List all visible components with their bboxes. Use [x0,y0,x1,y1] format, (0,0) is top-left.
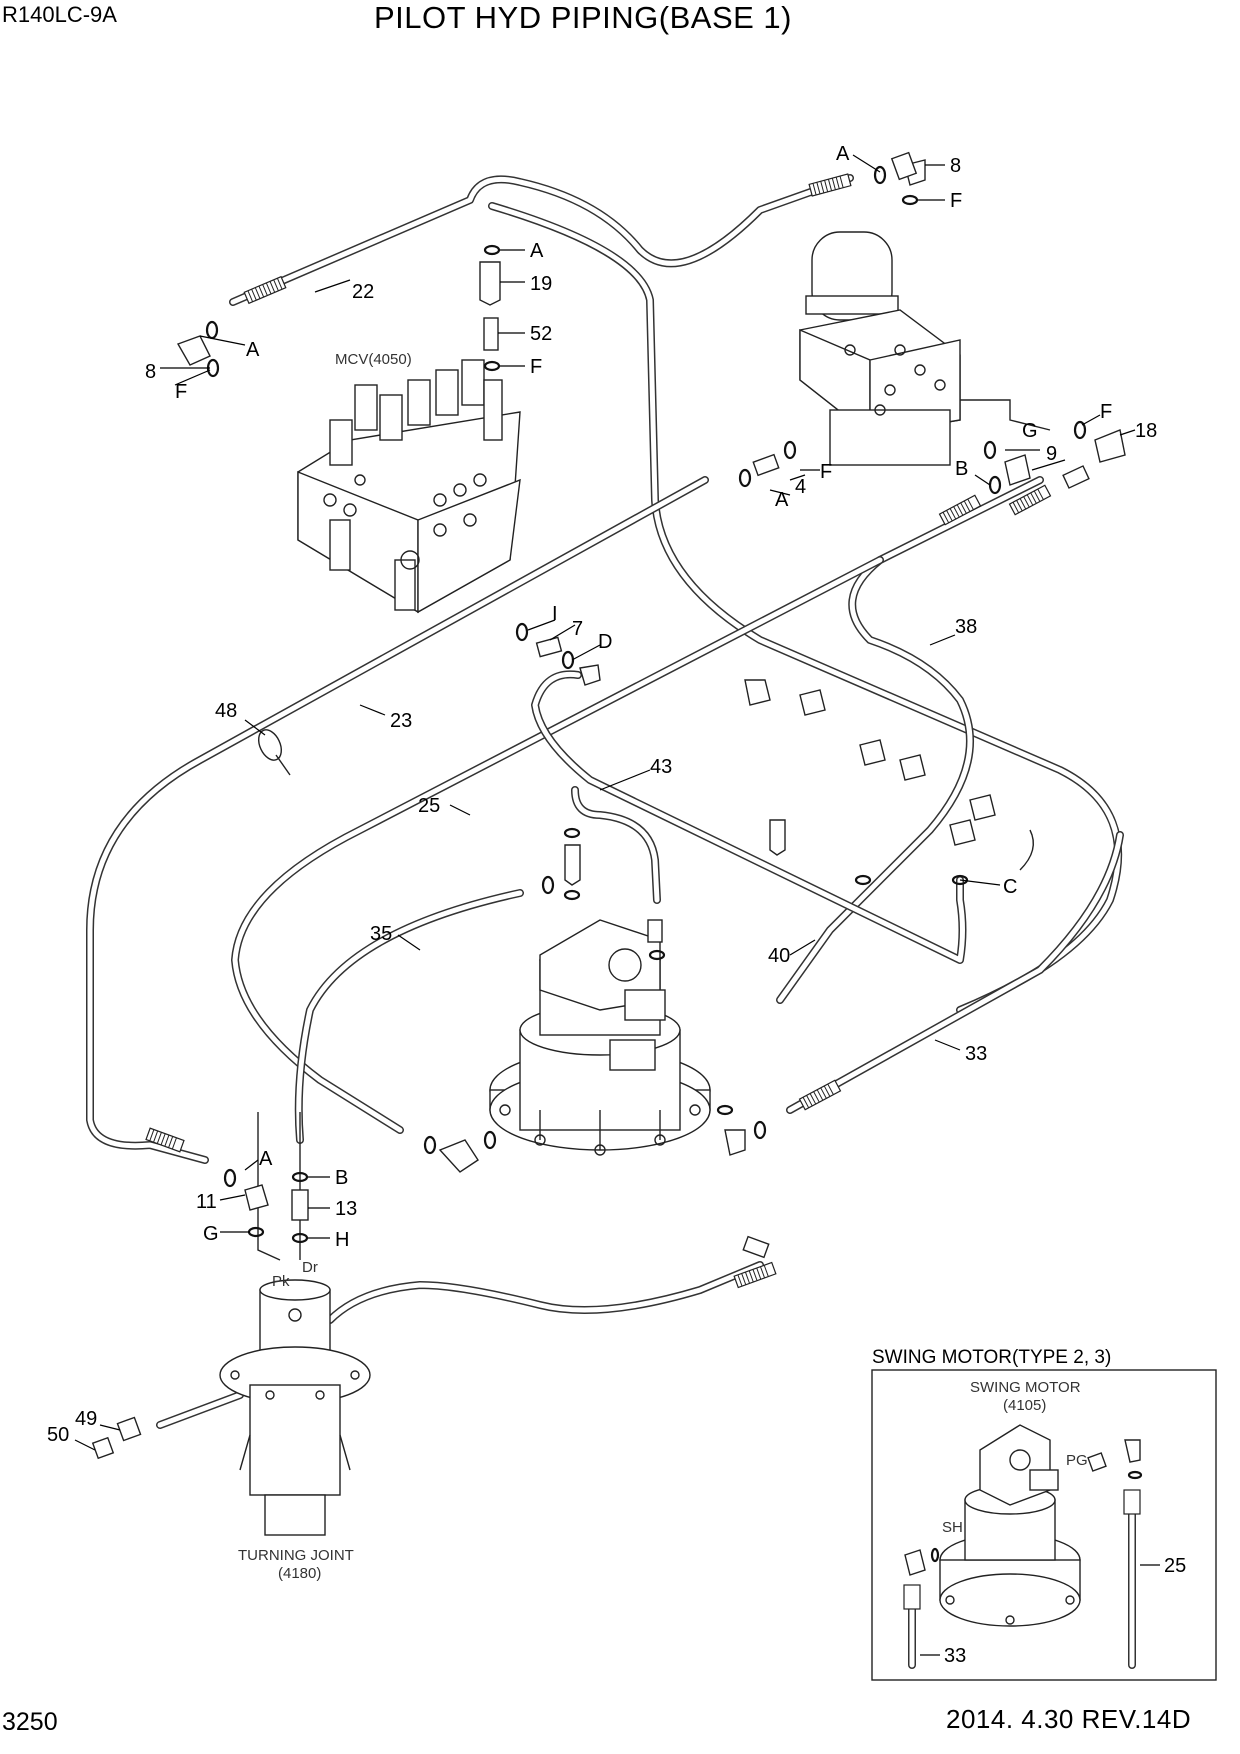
callout-13: 13 [335,1198,357,1220]
callout-f-4: F [820,461,832,483]
turning-joint-name: TURNING JOINT [238,1547,354,1564]
port-dr-label: Dr [302,1259,318,1276]
callout-f-52: F [530,356,542,378]
callout-g-9: G [1022,420,1038,442]
mcv-label: MCV(4050) [335,351,412,368]
inset-component-name: SWING MOTOR [970,1379,1081,1396]
page-number: 3250 [2,1708,58,1736]
callout-h-13: H [335,1229,349,1251]
callout-i-7: I [552,603,558,625]
callout-19: 19 [530,273,552,295]
callout-38: 38 [955,616,977,638]
fittings [91,151,1126,1460]
model-code: R140LC-9A [2,2,117,27]
callout-f-left: F [175,381,187,403]
inset-title: SWING MOTOR(TYPE 2, 3) [872,1347,1111,1368]
hose-loop-center [488,202,1123,1014]
mcv-valve: MCV(4050) [297,351,521,614]
callout-b-9: B [955,458,968,480]
callout-11: 11 [196,1191,217,1213]
callout-48: 48 [215,700,237,722]
port-pk-label: Pk [272,1273,290,1290]
inset-port-pg: PG [1066,1452,1088,1469]
callout-23: 23 [390,710,412,732]
callout-52: 52 [530,323,552,345]
callout-a-4: A [775,489,789,511]
callout-43: 43 [650,756,672,778]
callout-9: 9 [1046,443,1057,465]
callout-a-left: A [246,339,260,361]
callout-8-top: 8 [950,155,961,177]
callout-8-left: 8 [145,361,156,383]
callout-a-19: A [530,240,544,262]
pilot-valve-block [799,231,1051,466]
inset-frame [871,1369,1217,1681]
inset-component-code: (4105) [1003,1397,1046,1414]
inset-port-sh: SH [942,1519,963,1536]
swing-motor [489,919,711,1156]
callout-f-18: F [1100,401,1112,423]
clamp-48 [257,729,283,761]
inset-callout-33: 33 [944,1645,966,1667]
callout-18: 18 [1135,420,1157,442]
hose-25 [776,476,1044,1004]
hose-ferrules [145,173,1052,1289]
callout-a-top: A [836,143,850,165]
callout-50: 50 [47,1424,69,1446]
callout-b-13: B [335,1167,348,1189]
callout-25: 25 [418,795,440,817]
callout-f-top: F [950,190,962,212]
turning-joint: Pk Dr TURNING JOINT (4180) [219,1112,371,1582]
inset-swing-motor: SWING MOTOR(TYPE 2, 3) SWING MOTOR (4105… [871,1347,1217,1681]
callout-d-7: D [598,631,612,653]
callout-33: 33 [965,1043,987,1065]
callout-c: C [1003,876,1017,898]
hoses [86,174,1124,1429]
callout-leaders [74,154,1136,1451]
turning-joint-code: (4180) [278,1565,321,1582]
callout-labels: A 8 F A 19 52 F 22 A 8 F 18 F G 9 B 4 A … [47,143,1157,1446]
callout-a-11: A [259,1148,273,1170]
callout-49: 49 [75,1408,97,1430]
callout-22: 22 [352,281,374,303]
page-title: PILOT HYD PIPING(BASE 1) [374,0,792,35]
callout-7: 7 [572,618,583,640]
inset-callout-25: 25 [1164,1555,1186,1577]
callout-40: 40 [768,945,790,967]
revision-date: 2014. 4.30 REV.14D [946,1704,1192,1734]
callout-35: 35 [370,923,392,945]
callout-4: 4 [795,476,806,498]
callout-g-11: G [203,1223,219,1245]
